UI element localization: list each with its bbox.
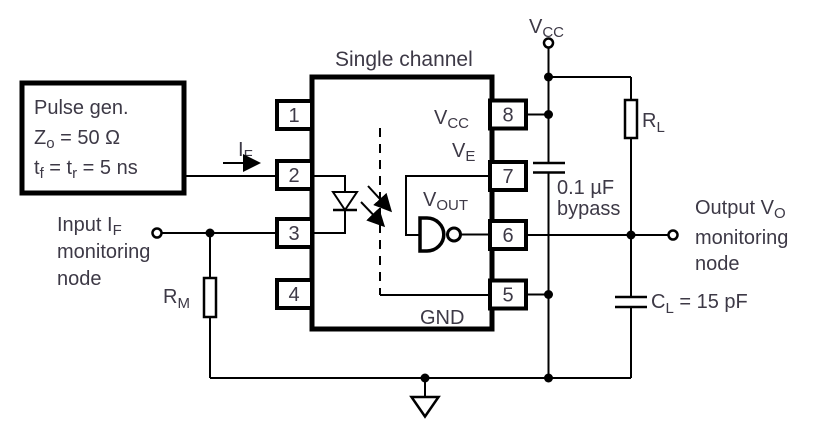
pin-box-3: 3 [275,217,314,249]
output-node-label: Output VO monitoring node [695,197,788,275]
pin-number-2: 2 [288,165,299,187]
nand-gate-icon [405,175,492,253]
ground-icon [409,378,441,419]
bypass-word-label: bypass [557,198,620,220]
bypass-capacitor-icon [533,161,565,174]
ic-title: Single channel [335,48,473,71]
pulse-gen-title: Pulse gen. [34,97,129,119]
bypass-branch-wire [526,172,553,378]
pin-number-6: 6 [502,225,513,247]
input-terminal [151,227,163,239]
svg-text:Output VO: Output VO [695,197,786,222]
pin-box-5: 5 [488,278,528,311]
bypass-value-label: 0.1 µF [557,177,614,199]
vcc-supply-label: VCC [529,16,564,41]
svg-text:node: node [695,253,740,275]
ic-gnd-label: GND [420,307,464,329]
svg-text:monitoring: monitoring [695,227,788,249]
pin-number-3: 3 [288,223,299,245]
pin-number-5: 5 [502,285,513,307]
pin-number-1: 1 [288,105,299,127]
pin-box-2: 2 [275,159,314,191]
pulse-gen-rise-fall: tf = tr = 5 ns [34,157,138,182]
input-monitoring-wire [151,227,277,239]
if-current-arrow: IF [223,139,261,172]
light-arrows-icon [360,185,393,228]
rm-label: RM [163,286,190,312]
rl-label: RL [642,110,665,136]
svg-text:node: node [57,268,102,290]
rm-resistor-icon [202,276,218,319]
ic-ve-label: VE [452,140,475,165]
pin-number-8: 8 [502,105,513,127]
pin-number-4: 4 [288,284,299,306]
load-capacitor-icon [615,295,647,309]
svg-text:Input IF: Input IF [57,214,122,239]
if-label: IF [238,139,253,164]
pulse-gen-impedance: Zo = 50 Ω [34,127,120,152]
rl-resistor-icon [623,98,639,140]
vcc-feed-wire [526,37,631,163]
pulse-generator-box: Pulse gen. Zo = 50 Ω tf = tr = 5 ns [19,80,187,196]
input-node-label: Input IF monitoring node [57,214,150,290]
pin-box-4: 4 [275,278,314,310]
pin-box-8: 8 [488,98,528,131]
ground-rail [210,373,631,383]
pin-box-6: 6 [488,219,528,251]
output-wire [526,229,679,241]
cl-label: CL = 15 pF [651,291,748,317]
led-icon [312,175,359,234]
svg-text:monitoring: monitoring [57,241,150,263]
pin-box-1: 1 [275,99,314,131]
pin-box-7: 7 [488,160,528,192]
ic-vout-label: VOUT [423,189,468,214]
ic-vcc-label: VCC [434,107,469,132]
output-terminal [667,229,679,241]
pin-number-7: 7 [502,166,513,188]
